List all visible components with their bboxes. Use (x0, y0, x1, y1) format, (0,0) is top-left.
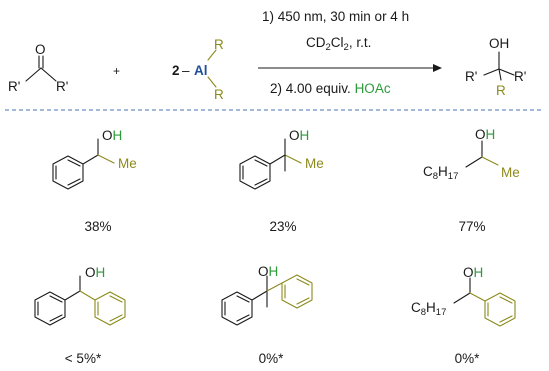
condition-step-2: 2) 4.00 equiv. HOAc (270, 81, 391, 96)
product-4-structure: OH (34, 265, 126, 326)
product-2-yield: 23% (269, 219, 296, 234)
product-6-yield: 0%* (455, 351, 481, 366)
product-2-structure: OH Me (239, 128, 324, 190)
product-5-oh: OH (258, 264, 278, 279)
benzene-ring (239, 155, 271, 190)
product-r-right-label: R' (514, 69, 526, 84)
condition-step-1: 1) 450 nm, 30 min or 4 h (262, 9, 409, 24)
benzene-ring (34, 291, 66, 326)
added-phenyl-ring (484, 292, 516, 327)
product-3-octyl: C8H17 (423, 164, 458, 182)
product-4-yield: < 5%* (65, 351, 102, 366)
product-1-yield: 38% (84, 219, 111, 234)
product-4-oh: OH (85, 265, 105, 280)
reaction-conditions: 1) 450 nm, 30 min or 4 h CD2Cl2, r.t. 2)… (258, 9, 442, 96)
product-3-oh: OH (475, 127, 495, 142)
condition-solvent: CD2Cl2, r.t. (306, 35, 371, 53)
product-6-structure: C8H17 OH (411, 265, 516, 327)
reagent-equivalents: 2 (172, 63, 180, 78)
benzene-ring (52, 155, 84, 190)
ketone-r-right-label: R' (56, 79, 68, 94)
product-6-oh: OH (463, 265, 483, 280)
product-1-structure: OH Me (52, 128, 137, 190)
product-6-octyl: C8H17 (411, 300, 446, 318)
plus-sign: + (113, 64, 120, 78)
product-2-oh: OH (289, 128, 309, 143)
ketone-oxygen-label: O (35, 42, 46, 57)
product-2-methyl: Me (305, 156, 324, 171)
product-1-methyl: Me (118, 156, 137, 171)
product-3-methyl: Me (501, 165, 520, 180)
organoaluminum-reagent: 2 – Al R R (172, 37, 224, 102)
product-5-yield: 0%* (259, 351, 285, 366)
product-r-new-label: R (496, 83, 506, 98)
reagent-r-bottom-label: R (214, 87, 224, 102)
benzene-ring (221, 291, 253, 326)
aluminum-label: Al (194, 63, 208, 78)
added-phenyl-ring (94, 291, 126, 326)
product-5-structure: OH (221, 264, 313, 326)
ketone-r-left-label: R' (8, 79, 20, 94)
product-3-yield: 77% (458, 219, 485, 234)
added-phenyl-ring (281, 274, 313, 309)
reagent-r-top-label: R (214, 37, 224, 52)
tertiary-alcohol-product: OH R' R' R (465, 36, 526, 98)
reagent-dash: – (182, 63, 190, 78)
product-1-oh: OH (102, 128, 122, 143)
product-3-structure: C8H17 OH Me (423, 127, 520, 182)
product-r-left-label: R' (465, 69, 477, 84)
ketone-substrate: O R' R' (8, 42, 68, 94)
product-oh-label: OH (489, 36, 509, 51)
